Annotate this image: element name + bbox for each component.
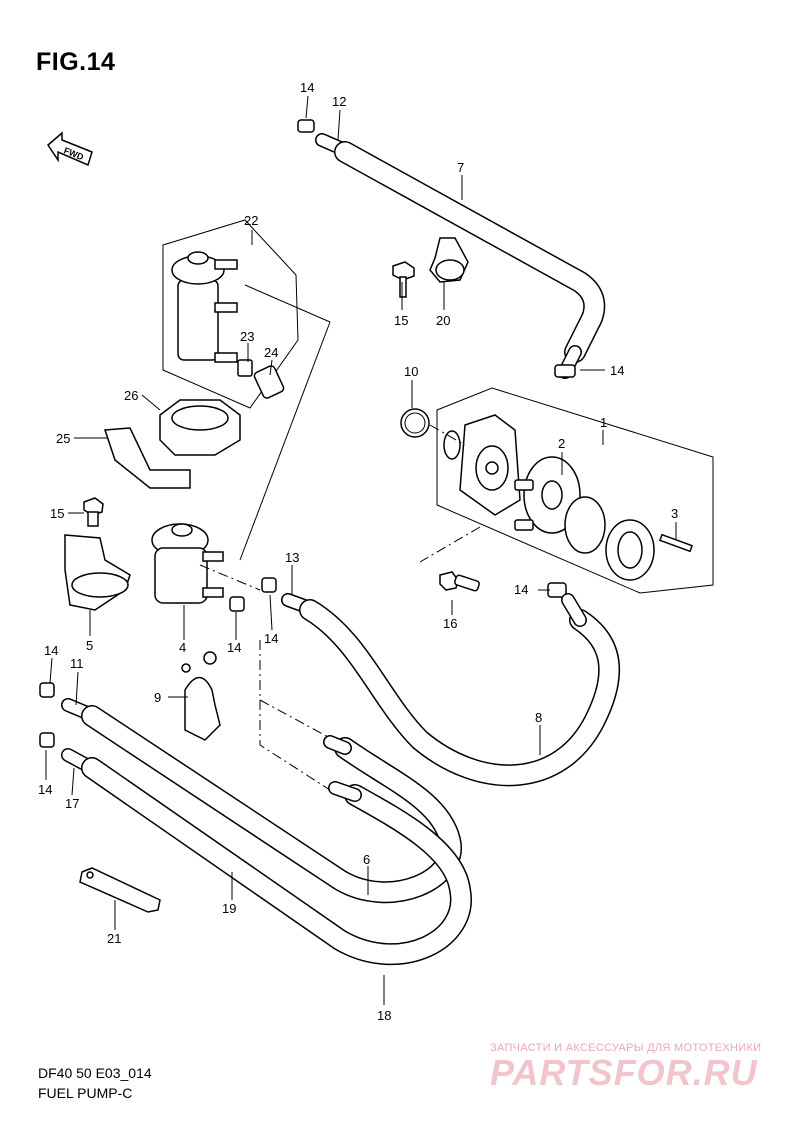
callout-23: 23 xyxy=(240,329,254,344)
clamp-20 xyxy=(429,237,469,283)
callout-21: 21 xyxy=(107,931,121,946)
hose-19 xyxy=(61,748,472,966)
callout-19: 19 xyxy=(222,901,236,916)
figure-title: FIG.14 xyxy=(36,48,116,76)
callout-9: 9 xyxy=(154,690,161,705)
clamp-9 xyxy=(181,651,221,741)
callout-14d: 14 xyxy=(264,631,278,646)
callout-8: 8 xyxy=(535,710,542,725)
callout-6: 6 xyxy=(363,852,370,867)
bracket-5 xyxy=(64,534,131,611)
fuel-pump-assembly-box xyxy=(400,387,714,594)
callout-10: 10 xyxy=(404,364,418,379)
callout-24: 24 xyxy=(264,345,278,360)
callout-26: 26 xyxy=(124,388,138,403)
callout-11: 11 xyxy=(70,656,84,671)
callout-5: 5 xyxy=(86,638,93,653)
callout-16: 16 xyxy=(443,616,457,631)
callout-14g: 14 xyxy=(38,782,52,797)
callout-18: 18 xyxy=(377,1008,391,1023)
callout-13: 13 xyxy=(285,550,299,565)
section-name: FUEL PUMP-C xyxy=(38,1085,133,1101)
forward-arrow-icon: FWD xyxy=(47,131,93,167)
callout-14b: 14 xyxy=(610,363,624,378)
callout-12: 12 xyxy=(332,94,346,109)
filter-bracket xyxy=(103,399,241,489)
model-code: DF40 50 E03_014 xyxy=(38,1065,152,1081)
callout-14a: 14 xyxy=(300,80,314,95)
watermark-tagline: ЗАПЧАСТИ И АКСЕССУАРЫ ДЛЯ МОТОТЕХНИКИ xyxy=(490,1042,762,1054)
callout-25: 25 xyxy=(56,431,70,446)
callout-1: 1 xyxy=(600,415,607,430)
hose-8 xyxy=(281,593,621,787)
bolt-16 xyxy=(439,571,480,592)
callout-2: 2 xyxy=(558,436,565,451)
hose-6 xyxy=(61,698,462,904)
callout-3: 3 xyxy=(671,506,678,521)
strap-21 xyxy=(79,867,161,913)
leader-lines xyxy=(45,95,677,1005)
callout-14c: 14 xyxy=(514,582,528,597)
fuel-filter-4 xyxy=(151,523,224,604)
fuel-filter-assembly-box xyxy=(162,219,299,409)
callout-20: 20 xyxy=(436,313,450,328)
callout-4: 4 xyxy=(179,640,186,655)
callout-14e: 14 xyxy=(227,640,241,655)
callout-15a: 15 xyxy=(394,313,408,328)
watermark-logo: PARTSFOR.RU xyxy=(490,1052,758,1093)
callout-numbers: 1 2 3 4 5 6 7 8 9 10 11 12 13 14 14 14 1… xyxy=(38,80,678,1023)
callout-14f: 14 xyxy=(44,643,58,658)
callout-7: 7 xyxy=(457,160,464,175)
callout-17: 17 xyxy=(65,796,79,811)
bolt-15-lower xyxy=(83,497,104,527)
hose-clip-icon xyxy=(39,119,576,748)
callout-15b: 15 xyxy=(50,506,64,521)
bolt-15-top xyxy=(392,261,415,298)
callout-22: 22 xyxy=(244,213,258,228)
